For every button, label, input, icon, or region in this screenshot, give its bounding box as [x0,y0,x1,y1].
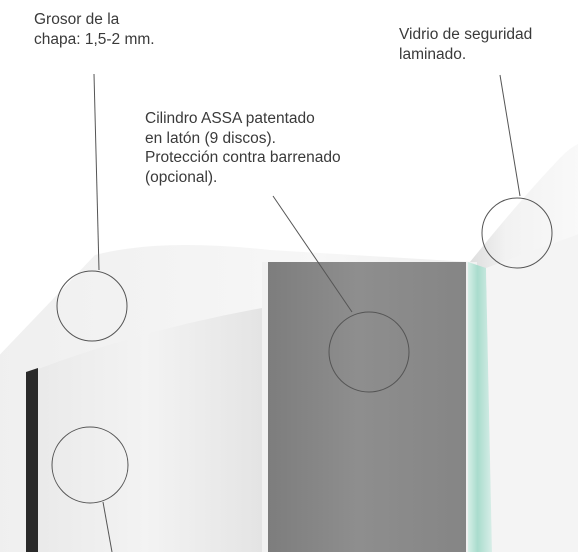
housing-right-body [486,234,578,552]
callout-cylinder-line-4: (opcional). [145,168,218,186]
leader-line-glass [499,74,521,197]
callout-circle-thickness [56,270,128,342]
panel-front-face [30,308,262,552]
callout-circle-glass [481,197,553,269]
leader-line-thickness [93,73,100,271]
callout-safety-glass-line-2: laminado. [399,45,467,63]
glass-edge [468,262,492,552]
callout-circle-lower [51,426,129,504]
leader-line-lower [102,501,113,552]
callout-circle-cylinder [328,311,410,393]
cylinder-plate [268,262,466,552]
callout-cylinder-line-1: Cilindro ASSA patentado [145,110,315,127]
callout-cylinder-line-3: Protección contra barrenado [145,149,341,166]
callout-cylinder: Cilindro ASSA patentado en latón (9 disc… [145,109,341,187]
callout-sheet-thickness-line-1: Grosor de la [34,11,120,28]
callout-sheet-thickness: Grosor de la chapa: 1,5-2 mm. [34,10,155,49]
callout-sheet-thickness-line-2: chapa: 1,5-2 mm. [34,30,155,48]
frame-left-edge [26,368,38,552]
callout-safety-glass-line-1: Vidrio de seguridad [399,26,533,43]
callout-safety-glass: Vidrio de seguridad laminado. [399,25,532,64]
leader-line-cylinder [272,195,353,313]
callout-cylinder-line-2: en latón (9 discos). [145,129,276,147]
